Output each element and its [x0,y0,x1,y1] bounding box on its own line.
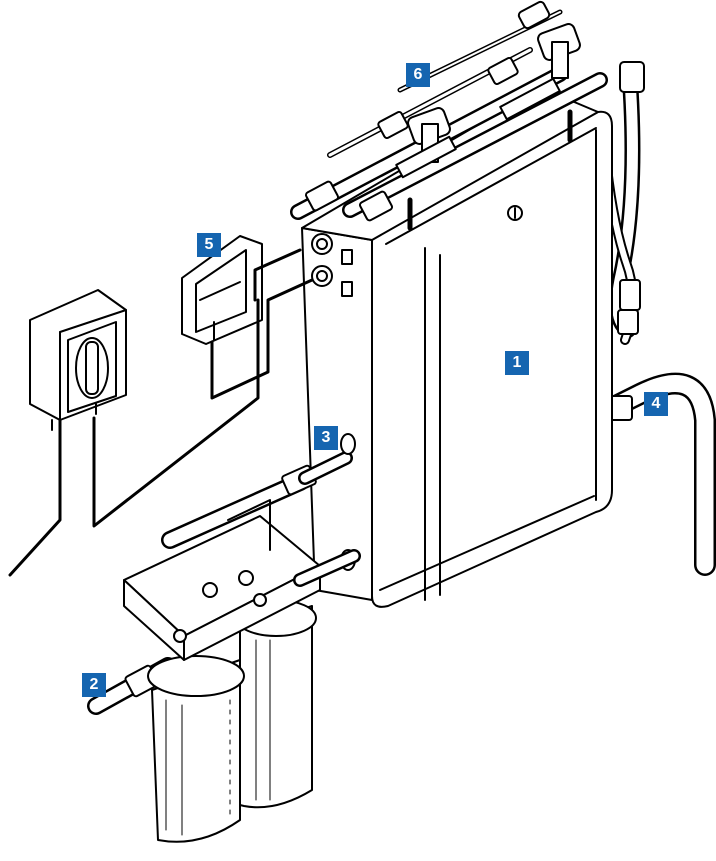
control-panel [181,235,263,345]
callout-water-inlet: 2 [82,673,106,697]
side-switches [311,233,353,297]
callout-control-panel: 5 [197,233,221,257]
mounting-bracket [123,499,361,661]
callout-drain-hose: 4 [644,392,668,416]
cables [8,248,314,577]
main-unit [301,93,613,608]
callout-side-pipe-connection: 3 [314,426,338,450]
power-switch-box [29,289,127,431]
callout-top-valve-manifold: 6 [406,63,430,87]
drain-hose [601,372,716,576]
side-hoses [600,61,645,345]
callout-main-unit: 1 [505,351,529,375]
